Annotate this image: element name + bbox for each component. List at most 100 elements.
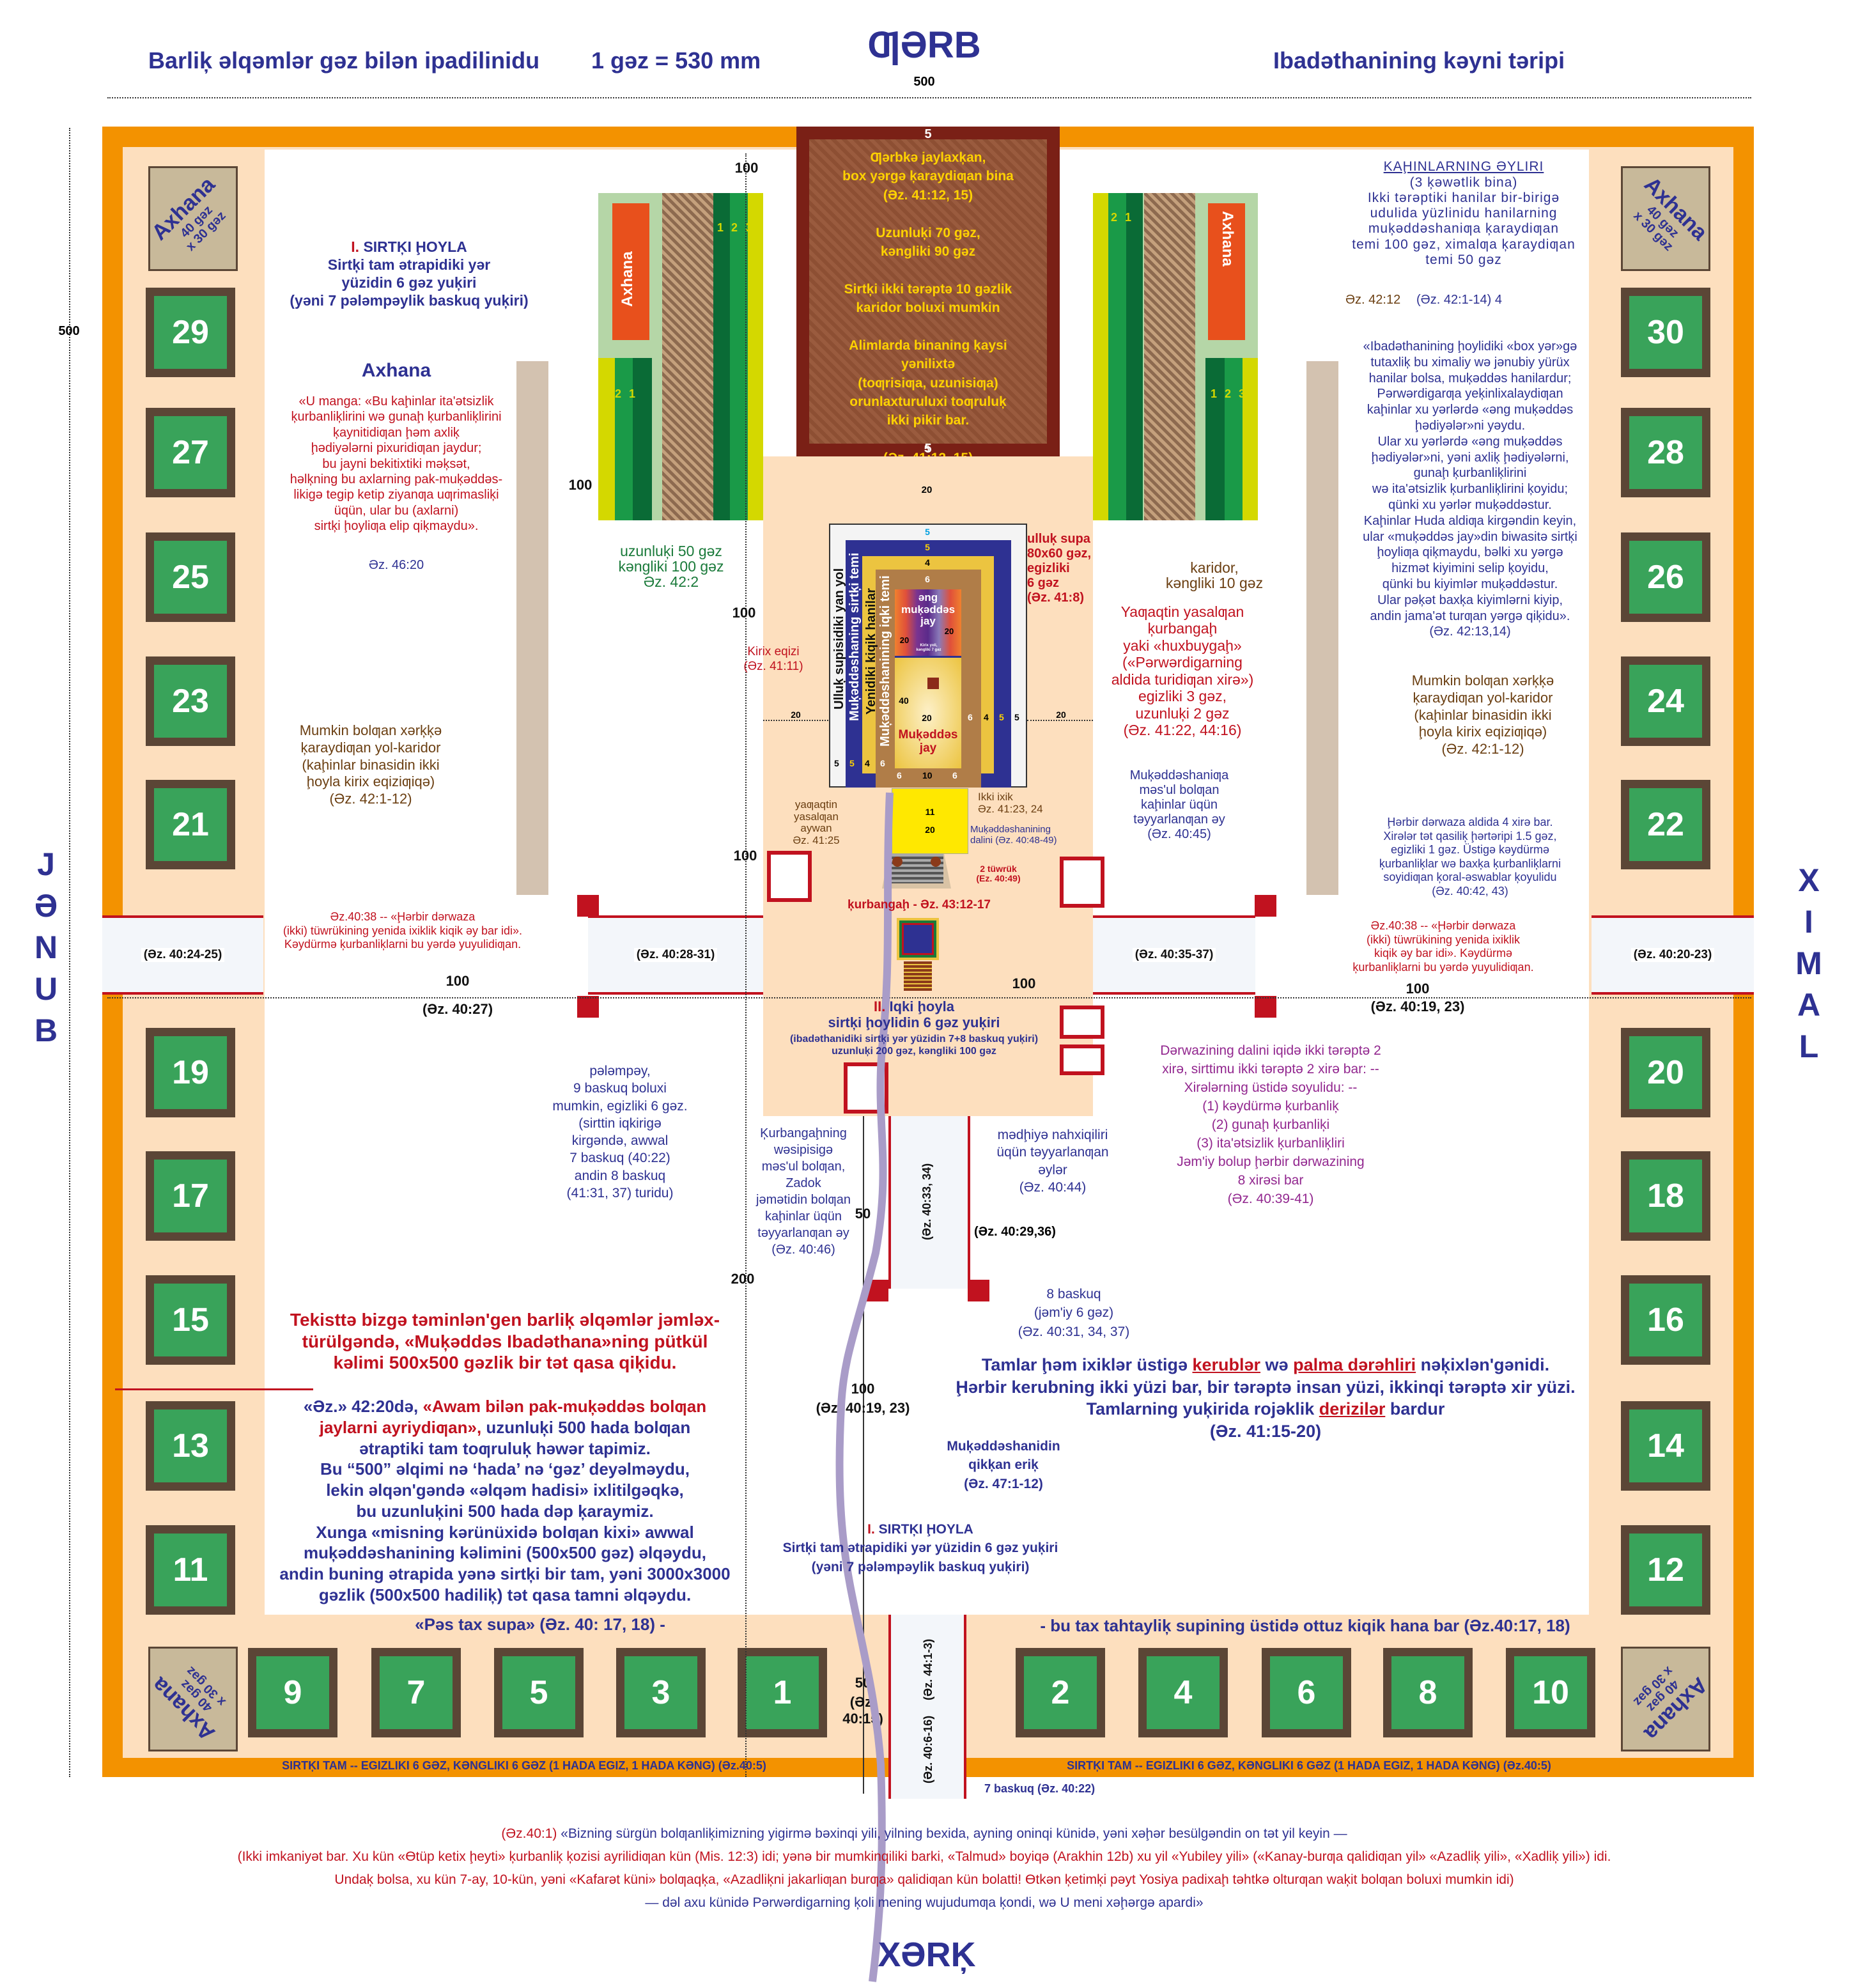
east-label: XƏRĶ xyxy=(878,1936,976,1974)
axhana-quote: «U manga: «Bu kaḩinlar ita'ətsizlik ķurb… xyxy=(290,394,503,534)
room: 6 xyxy=(1262,1648,1351,1737)
dim: 5 xyxy=(925,542,930,552)
dim-line xyxy=(763,720,828,721)
doors-label: Ikki ixik Əz. 41:23, 24 xyxy=(978,791,1043,815)
room: 16 xyxy=(1621,1275,1710,1365)
corridor-pattern xyxy=(1144,193,1195,520)
gate-pillar xyxy=(968,1280,989,1301)
dim: 100 xyxy=(1012,975,1036,991)
platform-label: ulluķ supa 80x60 gəz, egizliki 6 gəz (Əz… xyxy=(1027,532,1092,605)
dim: 10 xyxy=(922,770,933,780)
priests-quote: «Ibadəthanining ḩoylidiki «box yər»gə tu… xyxy=(1363,339,1577,639)
altar-steps xyxy=(904,961,932,991)
holiest-label: əng muķəddəs jay xyxy=(901,591,956,628)
chamber-column xyxy=(1243,358,1258,520)
corridor-note-north: Mumkin bolƣan xərķķə ķaraydiƣan yol-kari… xyxy=(1411,672,1554,757)
chamber-column xyxy=(730,193,748,520)
dim: 5 xyxy=(924,444,930,454)
room: 13 xyxy=(146,1401,235,1491)
dim: (Əz. 40:19, 23) xyxy=(1370,998,1465,1014)
chamber-column xyxy=(748,193,763,520)
room: 1 xyxy=(738,1648,827,1737)
dim-line xyxy=(1027,720,1093,721)
measure-note: «Əz.» 42:20də, «Awam bilən pak-muķəddəs … xyxy=(279,1397,731,1604)
dim: 20 xyxy=(921,485,933,495)
corridor-pattern xyxy=(662,193,713,520)
gate-pillar xyxy=(577,996,599,1018)
dim: 6 xyxy=(968,712,973,722)
dim: 5 xyxy=(849,758,855,768)
room: 26 xyxy=(1621,532,1710,622)
priests-room-north xyxy=(1060,857,1104,908)
room: 28 xyxy=(1621,408,1710,497)
room: 7 xyxy=(371,1648,461,1737)
units-note: Barliķ əlqəmlər gəz bilən ipadilinidu xyxy=(148,47,540,74)
room: 21 xyxy=(146,780,235,869)
north-inner-gate: (Əz. 40:35-37) xyxy=(1093,915,1255,995)
width-dimension-line xyxy=(107,97,1751,98)
height-dimension-line xyxy=(69,128,70,1777)
altar-label: ķurbangaḩ - Əz. 43:12-17 xyxy=(848,898,991,912)
footnote-line-4: — dəl axu künidə Pərwərdigarning ķoli me… xyxy=(645,1895,1204,1910)
wash-room-north-note: Əz.40:38 -- «Ḩərbir dərwaza (ikki) tüwrü… xyxy=(1352,919,1534,974)
gate-pillar xyxy=(577,895,599,917)
seven-steps-label: 7 baskuq (Əz. 40:22) xyxy=(984,1782,1096,1795)
incense-altar-mark xyxy=(927,678,939,689)
tables-note: Dərwazining dalini iqidə ikki tərəptə 2 … xyxy=(1160,1043,1381,1206)
room: 9 xyxy=(248,1648,337,1737)
summary-arrow xyxy=(115,1388,313,1390)
axhana-ref: Əz. 46:20 xyxy=(368,558,424,572)
dim: 6 xyxy=(880,758,885,768)
river-label: Muķəddəshanidin qikķan eriķ (Əz. 47:1-12… xyxy=(947,1439,1060,1491)
dim: 100 xyxy=(1406,981,1430,997)
back-side-label: Ibadəthanining kəyni təripi xyxy=(1273,47,1565,74)
dim-line xyxy=(107,997,1751,998)
dim: 100 xyxy=(851,1381,875,1397)
dim: 100 xyxy=(445,973,470,989)
axhana-title: Axhana xyxy=(361,360,431,381)
dim: (Əz. 40:27) xyxy=(422,1001,493,1017)
priests-body: (3 ķəwətlik bina) Ikki tərəptiki hanilar… xyxy=(1352,175,1576,267)
priests-title: KAḨINLARNING ƏYLIRI xyxy=(1383,159,1544,174)
wall-left-label: SIRTĶI TAM -- EGIZLIKI 6 GƏZ, KƏNGLIKI 6… xyxy=(282,1759,766,1772)
dim-line xyxy=(745,153,747,1777)
kitchen-northeast: Axhana 40 gəz x 30 gəz xyxy=(1621,166,1712,271)
cherubs-note: Tamlar ḩəm ixiklər üstigə kerublər wə pa… xyxy=(956,1355,1576,1441)
chamber-cell xyxy=(1060,1044,1104,1075)
dim: 100 xyxy=(733,848,757,864)
chamber-column xyxy=(1225,358,1243,520)
room: 18 xyxy=(1621,1151,1710,1241)
porch xyxy=(892,788,968,854)
dim: 6 xyxy=(897,770,902,780)
outer-court-label: I. SIRTĶI ḨOYLA Sirtķi tam ətrapidiki yə… xyxy=(290,238,529,309)
room: 25 xyxy=(146,532,235,622)
river-path xyxy=(835,792,894,1982)
dim: 4 xyxy=(984,712,989,722)
north-outer-gate: (Əz. 40:20-23) xyxy=(1592,915,1754,995)
eight-steps-label: 8 baskuq (jəm'iy 6 gəz) (Əz. 40:31, 34, … xyxy=(1018,1287,1130,1339)
room: 12 xyxy=(1621,1525,1710,1615)
footnote-line-3: Undaķ bolsa, xu kün 7-ay, 10-kün, yəni «… xyxy=(334,1872,1514,1887)
porch-label: yaƣaqtin yasalƣan aywan Əz. 41:25 xyxy=(793,798,840,847)
south-inner-gate: (Əz. 40:28-31) xyxy=(588,915,763,995)
room: 14 xyxy=(1621,1401,1710,1491)
dim: 20 xyxy=(922,713,932,723)
east-outer-gate xyxy=(888,1615,966,1799)
dim: 50 xyxy=(855,1206,871,1222)
dim: 5 xyxy=(925,527,930,537)
south-label: J Ə N U B xyxy=(34,846,58,1048)
room: 4 xyxy=(1138,1648,1228,1737)
priests-kitchen-north xyxy=(1208,203,1245,340)
west-dim-top: 5 xyxy=(924,127,932,141)
inner-court-label: II. Iqki ḩoyla sirtķi ḩoylidin 6 gəz yuķ… xyxy=(828,998,1000,1031)
dim: 5 xyxy=(1014,712,1019,722)
priests-ref1: Əz. 42:12 xyxy=(1345,293,1401,307)
room: 19 xyxy=(146,1028,235,1117)
room: 11 xyxy=(146,1525,235,1615)
gate-tables-note: Ḩərbir dərwaza aldida 4 xirə bar. Xirələ… xyxy=(1379,816,1561,897)
west-building xyxy=(796,127,1060,456)
outer-court-bottom-label: I. SIRTĶI ḨOYLA Sirtķi tam ətrapidiki yə… xyxy=(782,1522,1058,1574)
room: 24 xyxy=(1621,656,1710,746)
pillars-label: 2 tüwrük (Ez. 40:49) xyxy=(976,864,1021,884)
